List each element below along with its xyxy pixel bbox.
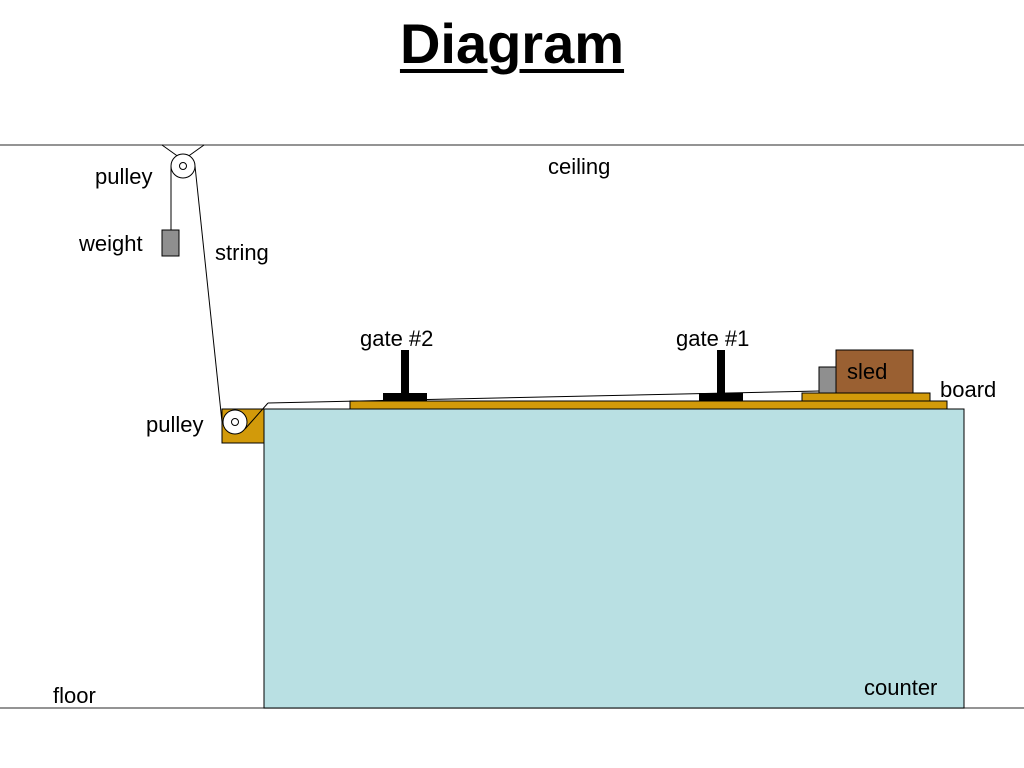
board — [349, 400, 948, 410]
label-floor: floor — [53, 683, 96, 708]
sled-base — [801, 392, 931, 402]
string-around-pulley — [244, 402, 269, 430]
label-counter: counter — [864, 675, 937, 700]
gate-1 — [699, 350, 743, 401]
label-pulley-top: pulley — [95, 164, 152, 189]
bottom-pulley-axle — [231, 418, 239, 426]
string-between-pulleys — [194, 165, 223, 423]
sled — [835, 349, 914, 394]
diagram-title: Diagram — [399, 12, 625, 75]
sled-flag — [818, 366, 837, 394]
label-pulley-bottom: pulley — [146, 412, 203, 437]
top-pulley-axle — [179, 162, 187, 170]
string-to-sled — [267, 390, 820, 404]
label-string: string — [215, 240, 269, 265]
label-sled: sled — [847, 359, 887, 384]
label-weight: weight — [78, 231, 143, 256]
label-gate-2: gate #2 — [360, 326, 433, 351]
gate-2 — [383, 350, 427, 401]
counter — [263, 408, 965, 709]
label-board: board — [940, 377, 996, 402]
weight — [161, 229, 180, 257]
label-gate-1: gate #1 — [676, 326, 749, 351]
label-ceiling: ceiling — [548, 154, 610, 179]
